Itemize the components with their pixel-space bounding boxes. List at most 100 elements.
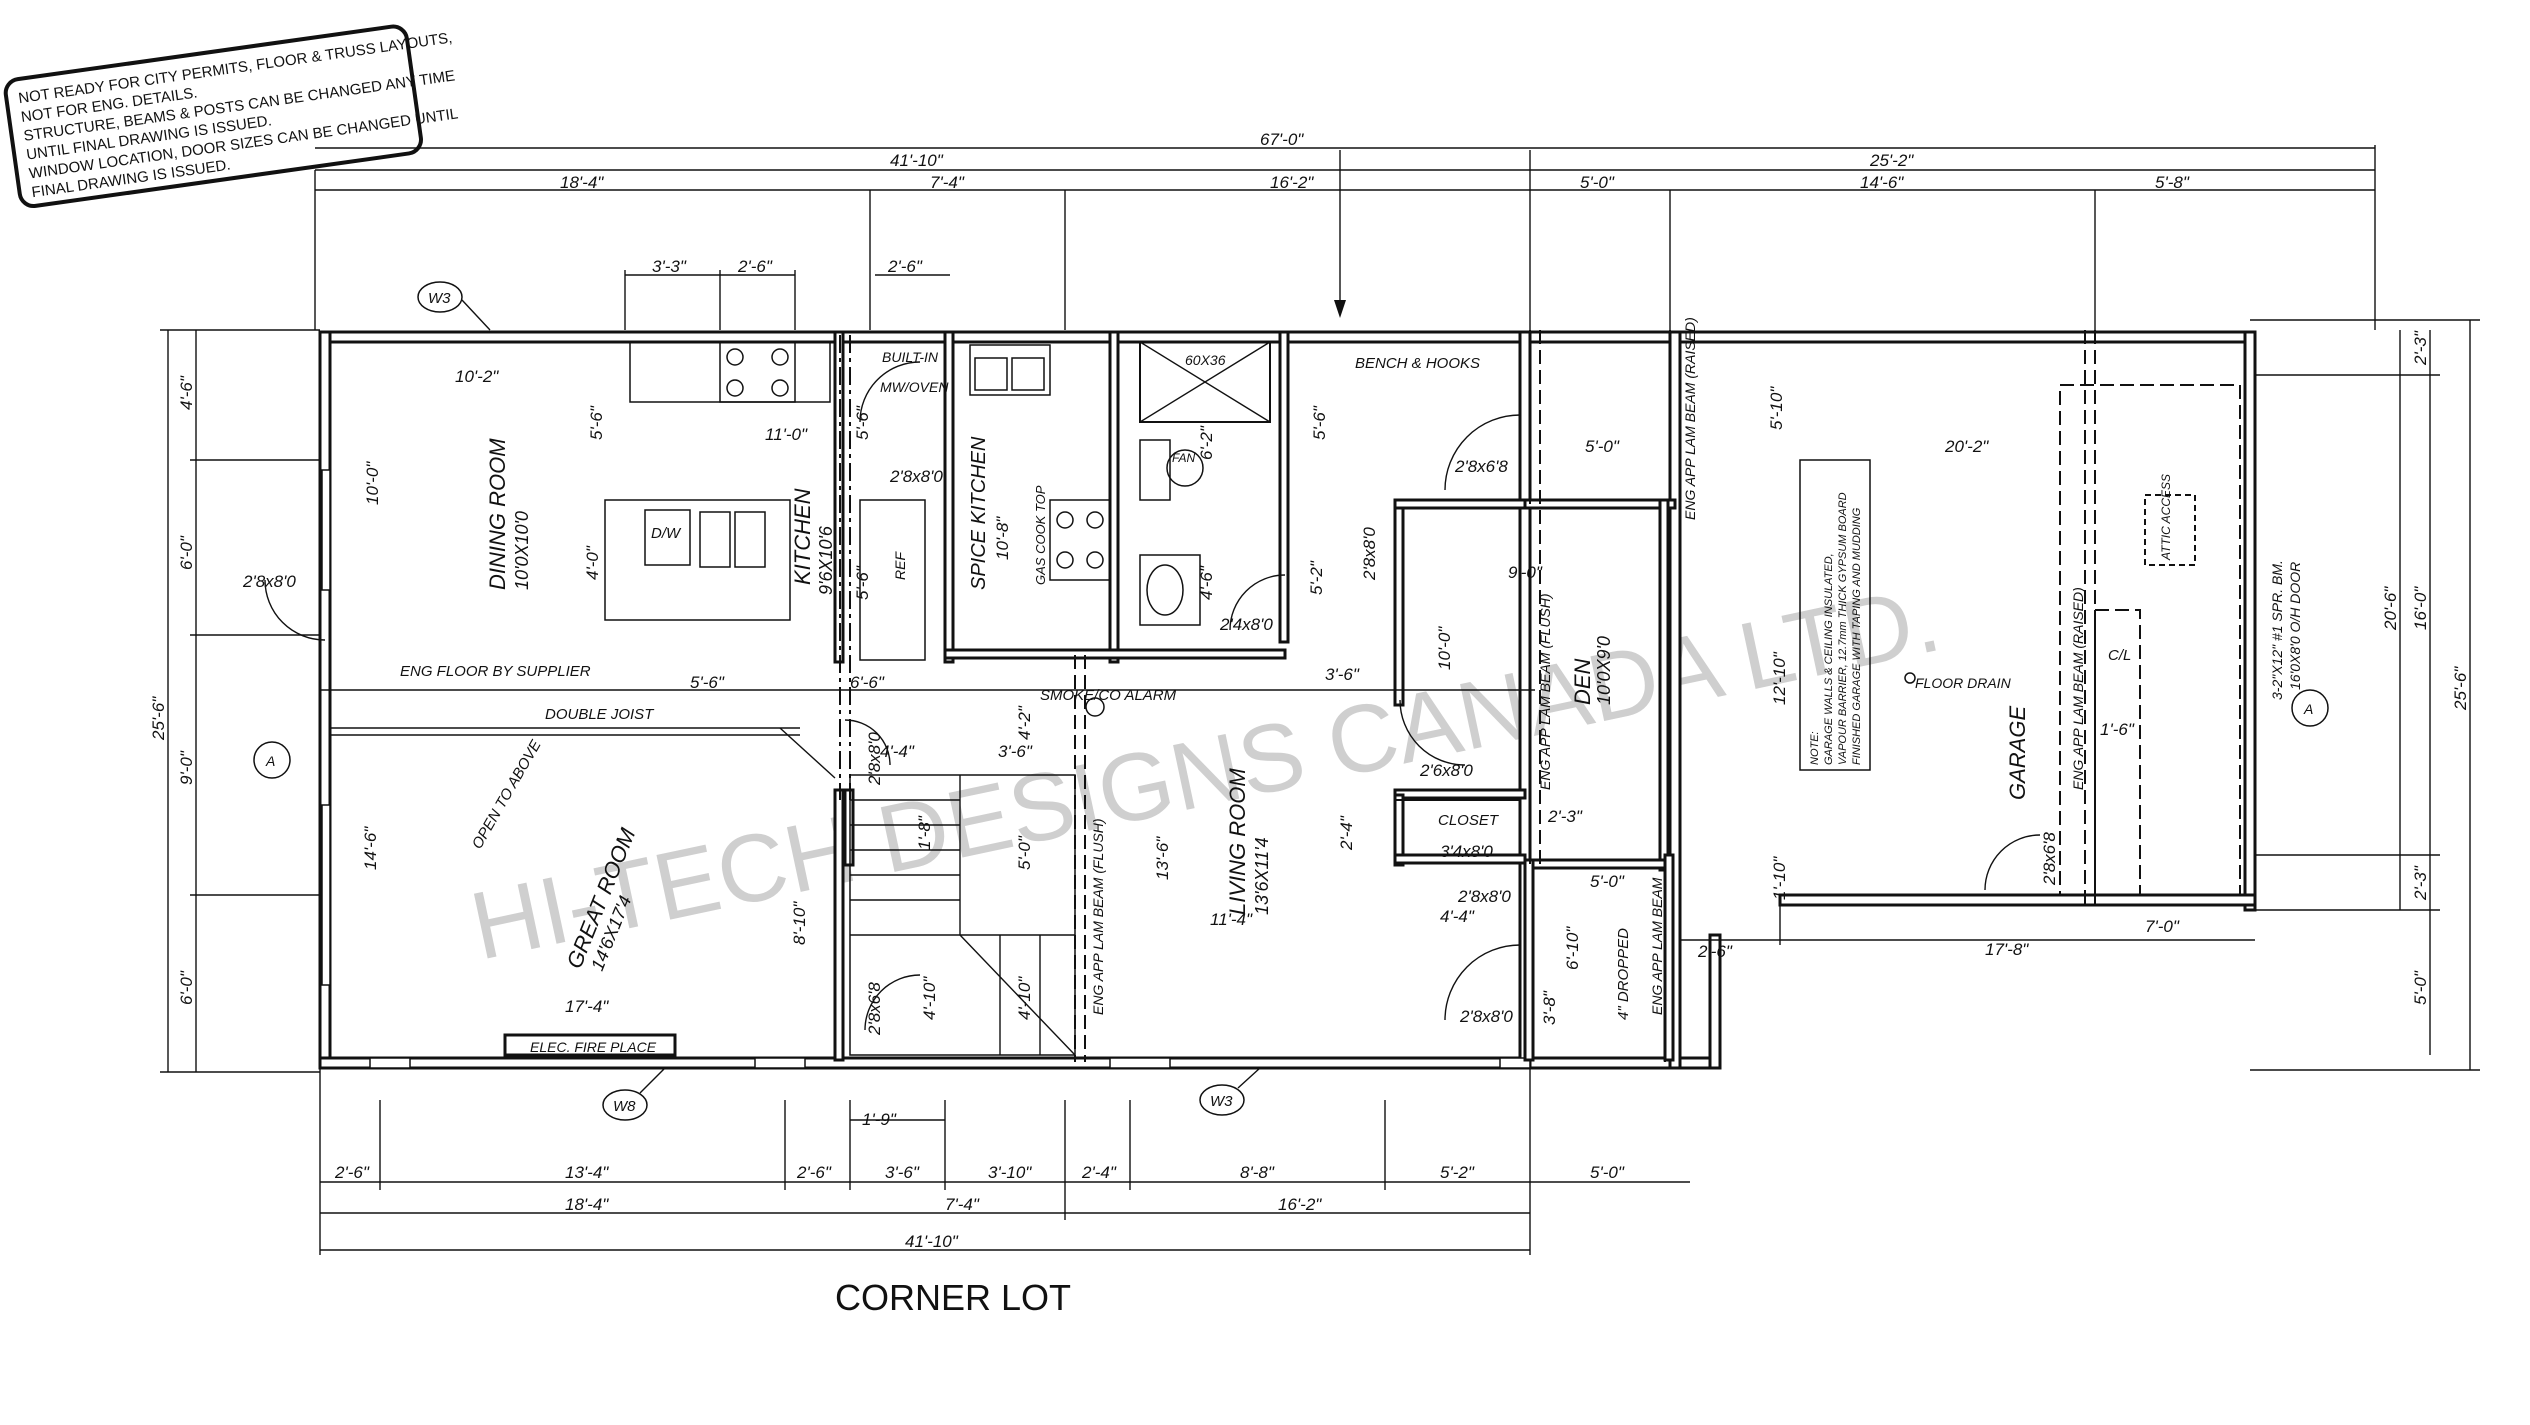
idim-23: 2'-4" bbox=[1337, 815, 1356, 851]
dim-kitchen-2: 2'-6" bbox=[737, 257, 773, 276]
dim-top-r3-6: 5'-8" bbox=[2155, 173, 2190, 192]
closet-label: CLOSET bbox=[1438, 812, 1500, 829]
cl-label: C/L bbox=[2108, 647, 2131, 664]
living-room-size: 13'6X11'4 bbox=[1252, 837, 1272, 915]
dim-bottom-5: 3'-10" bbox=[988, 1163, 1032, 1182]
fireplace: ELEC. FIRE PLACE bbox=[503, 1033, 677, 1057]
garage-note-1: NOTE: bbox=[1809, 731, 1821, 765]
dim-bottom-overall: 41'-10" bbox=[905, 1232, 959, 1251]
dim-bottom-r2-1: 18'-4" bbox=[565, 1195, 609, 1214]
section-a-right: A bbox=[2303, 701, 2313, 717]
disclaimer-stamp: NOT READY FOR CITY PERMITS, FLOOR & TRUS… bbox=[3, 24, 459, 209]
doors: 2'8x8'0 2'8x8'0 2'8x6'8 2'8x8'0 2'4x8'0 … bbox=[242, 361, 2059, 1036]
idim-9: 6'-6" bbox=[850, 673, 885, 692]
dw-label: D/W bbox=[651, 525, 682, 542]
dim-right-2: 16'-0" bbox=[2411, 586, 2430, 630]
window-tag-w3-top: W3 bbox=[428, 290, 451, 307]
ohdoor-label: 16'0X8'0 O/H DOOR bbox=[2287, 562, 2303, 690]
idim-27: 5'-2" bbox=[1307, 560, 1326, 595]
door-3: 2'8x6'8 bbox=[1454, 457, 1508, 476]
open-above-label: OPEN TO ABOVE bbox=[469, 737, 545, 852]
dim-top-r3-2: 7'-4" bbox=[930, 173, 965, 192]
idim-22: 11'-4" bbox=[1210, 910, 1253, 929]
door-2: 2'8x8'0 bbox=[889, 467, 943, 486]
idim-34: 6'-10" bbox=[1563, 926, 1582, 970]
idim-5: 4'-0" bbox=[583, 545, 602, 580]
dim-left-1: 4'-6" bbox=[177, 375, 196, 410]
section-a-left: A bbox=[265, 753, 275, 769]
garage-note-4: FINISHED GARAGE WITH TAPING AND MUDDING bbox=[1851, 507, 1863, 765]
idim-36: 5'-0" bbox=[1585, 437, 1620, 456]
dim-bottom-9: 5'-0" bbox=[1590, 1163, 1625, 1182]
dim-right-1: 2'-3" bbox=[2411, 330, 2430, 366]
idim-10: 4'-4" bbox=[880, 742, 915, 761]
gas-label: GAS COOK TOP bbox=[1033, 485, 1048, 585]
idim-35: 3'-8" bbox=[1540, 990, 1559, 1025]
fireplace-label: ELEC. FIRE PLACE bbox=[530, 1039, 657, 1055]
kitchen-fixtures: D/W REF BUILT-IN MW/OVEN GAS COOK TOP bbox=[604, 341, 1111, 661]
dim-bottom-r2-3: 16'-2" bbox=[1278, 1195, 1322, 1214]
idim-42: 2'-6" bbox=[1697, 942, 1733, 961]
idim-14: 17'-4" bbox=[565, 997, 609, 1016]
top-dimensions: 67'-0" 41'-10" 25'-2" 18'-4" 7'-4" 16'-2… bbox=[314, 130, 2376, 330]
idim-32: 2'-3" bbox=[1547, 807, 1583, 826]
dim-bottom-3: 2'-6" bbox=[796, 1163, 832, 1182]
idim-16: 5'-0" bbox=[1015, 835, 1034, 870]
idim-38: 20'-2" bbox=[1944, 437, 1989, 456]
interior-dimensions: 10'-2" 11'-0" 5'-6" 10'-0" 4'-0" 5'-6" 5… bbox=[361, 367, 2255, 1025]
dim-bottom-4: 3'-6" bbox=[885, 1163, 920, 1182]
idim-33: 5'-0" bbox=[1590, 872, 1625, 891]
ref-label: REF bbox=[892, 551, 908, 580]
tags: W3 W8 W3 A A bbox=[253, 281, 2329, 1121]
idim-3: 5'-6" bbox=[587, 405, 606, 440]
idim-21: 13'-6" bbox=[1153, 836, 1172, 880]
bath-fixtures: 60X36 FAN BENCH & HOOKS bbox=[1139, 341, 1480, 626]
beam-flush-1: ENG APP LAM BEAM (FLUSH) bbox=[1090, 818, 1106, 1015]
door-1: 2'8x8'0 bbox=[242, 572, 296, 591]
idim-24: 4'-4" bbox=[1440, 907, 1475, 926]
dim-bottom-7: 8'-8" bbox=[1240, 1163, 1275, 1182]
living-room-name: LIVING ROOM bbox=[1225, 768, 1250, 915]
stair: SMOKE/CO ALARM bbox=[849, 687, 1177, 1056]
idim-8: 5'-6" bbox=[690, 673, 725, 692]
door-9: 2'8x8'0 bbox=[1457, 887, 1511, 906]
dining-room-name: DINING ROOM bbox=[485, 438, 510, 590]
beam-plain: ENG APP LAM BEAM bbox=[1649, 877, 1665, 1015]
bottom-dimensions: 2'-6" 13'-4" 2'-6" 3'-6" 3'-10" 2'-4" 8'… bbox=[319, 1068, 1690, 1255]
dim-left-3: 9'-0" bbox=[177, 750, 196, 785]
dim-top-overall: 67'-0" bbox=[1260, 130, 1304, 149]
double-joist-label: DOUBLE JOIST bbox=[545, 706, 655, 723]
idim-39: 12'-10" bbox=[1770, 651, 1789, 705]
idim-20: 1'-8" bbox=[915, 815, 934, 850]
fan-label: FAN bbox=[1172, 451, 1195, 465]
den-size: 10'0X9'0 bbox=[1594, 636, 1614, 705]
dining-room-size: 10'0X10'0 bbox=[512, 511, 532, 590]
beam-raised-2: ENG APP LAM BEAM (RAISED) bbox=[2070, 587, 2086, 790]
dim-bottom-6: 2'-4" bbox=[1081, 1163, 1117, 1182]
spice-kitchen-name: SPICE KITCHEN bbox=[968, 436, 990, 590]
dim-top-left: 41'-10" bbox=[890, 151, 944, 170]
door-6: 2'8x8'0 bbox=[865, 732, 884, 786]
beam-raised-1: ENG APP LAM BEAM (RAISED) bbox=[1682, 317, 1698, 520]
idim-30: 10'-0" bbox=[1435, 626, 1454, 670]
idim-25: 6'-2" bbox=[1197, 425, 1216, 460]
idim-28: 5'-6" bbox=[1310, 405, 1329, 440]
garage-name: GARAGE bbox=[2005, 706, 2030, 800]
dim-top-r3-1: 18'-4" bbox=[560, 173, 604, 192]
den-name: DEN bbox=[1570, 658, 1595, 705]
drawing-title: CORNER LOT bbox=[835, 1277, 1071, 1318]
dim-left-4: 6'-0" bbox=[177, 970, 196, 1005]
dim-kitchen-1: 3'-3" bbox=[652, 257, 687, 276]
shower-label: 60X36 bbox=[1185, 352, 1226, 368]
window-tag-w3-bottom: W3 bbox=[1210, 1093, 1233, 1110]
garage-note-2: GARAGE WALLS & CEILING INSULATED, bbox=[1823, 553, 1835, 765]
idim-1: 10'-2" bbox=[455, 367, 499, 386]
dim-right-4: 5'-0" bbox=[2411, 970, 2430, 1005]
idim-7: 5'-6" bbox=[853, 565, 872, 600]
closet: CLOSET bbox=[1394, 799, 1521, 856]
kitchen-name: KITCHEN bbox=[790, 488, 815, 585]
idim-15: 8'-10" bbox=[790, 901, 809, 945]
door-8: 3'4x8'0 bbox=[1440, 842, 1493, 861]
dim-bottom-8: 5'-2" bbox=[1440, 1163, 1475, 1182]
